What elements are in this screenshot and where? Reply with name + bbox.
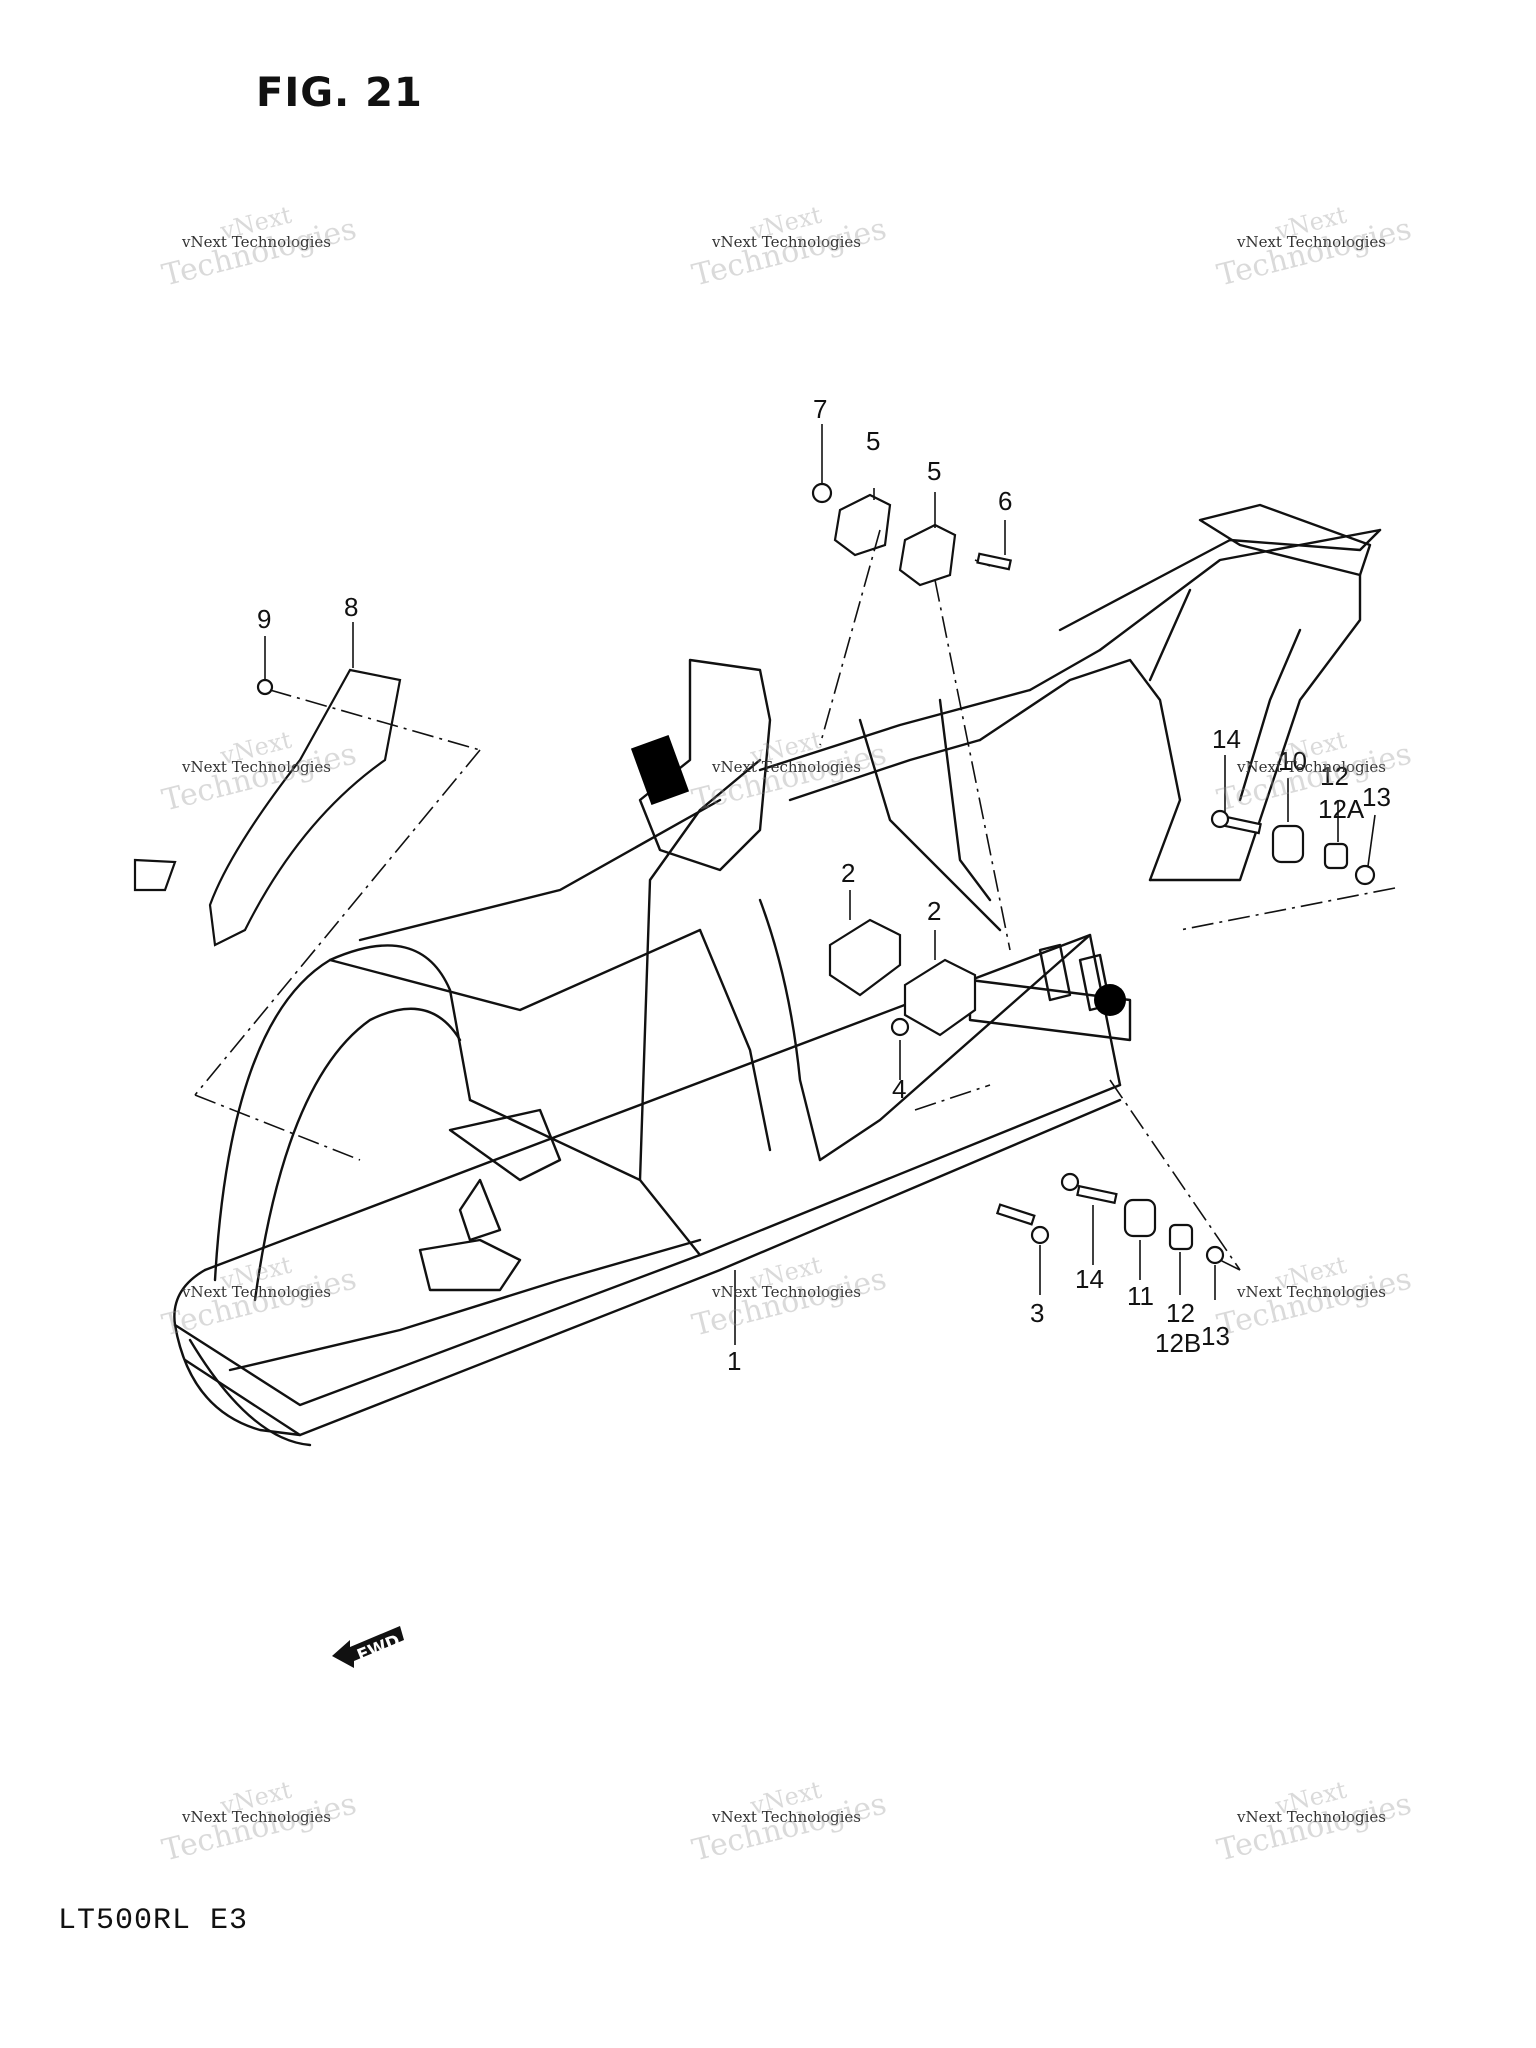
- callout-12-upper: 12: [1320, 761, 1349, 791]
- callout-5a: 5: [866, 426, 880, 456]
- side-guard: [133, 668, 402, 947]
- callout-12-lower: 12: [1166, 1298, 1195, 1328]
- callout-4: 4: [892, 1074, 906, 1104]
- fasteners: [256, 482, 1376, 1265]
- engine-mount-plates: [828, 493, 977, 1037]
- figure-title: FIG. 21: [256, 70, 423, 116]
- callout-7: 7: [813, 394, 827, 424]
- callout-1: 1: [727, 1346, 741, 1376]
- forward-arrow-icon: FWD: [332, 1626, 404, 1668]
- callout-3: 3: [1030, 1298, 1044, 1328]
- callout-11: 11: [1127, 1281, 1154, 1311]
- leader-lines: [194, 424, 1396, 1345]
- callout-14-lower: 14: [1075, 1264, 1104, 1294]
- callout-14-upper: 14: [1212, 724, 1241, 754]
- callout-2a: 2: [841, 858, 855, 888]
- model-code: LT500RL E3: [58, 1904, 249, 1938]
- callout-13-lower: 13: [1201, 1321, 1230, 1351]
- main-frame: [173, 503, 1382, 1447]
- callout-8: 8: [344, 592, 358, 622]
- callout-10: 10: [1278, 746, 1307, 776]
- callout-13-upper: 13: [1362, 782, 1391, 812]
- callout-2b: 2: [927, 896, 941, 926]
- callout-6: 6: [998, 486, 1012, 516]
- callout-5b: 5: [927, 456, 941, 486]
- callout-12b: 12B: [1155, 1328, 1201, 1358]
- callout-12a: 12A: [1318, 794, 1365, 824]
- callout-labels: 7 5 5 6 9 8 14 10 12 12A 13 2 2 4 14 11 …: [257, 394, 1391, 1376]
- callout-9: 9: [257, 604, 271, 634]
